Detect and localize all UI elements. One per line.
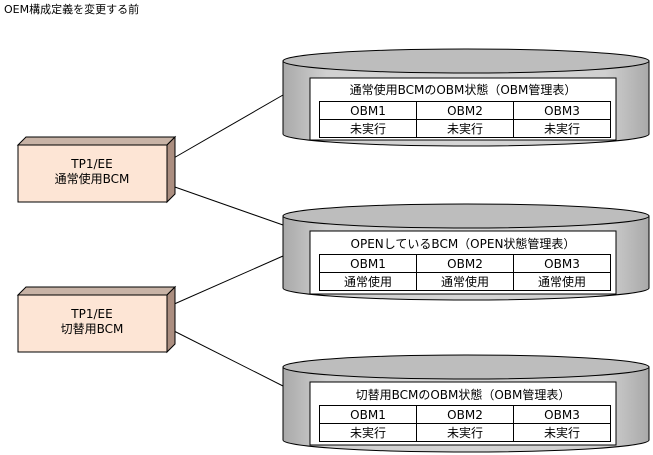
node-label-line2: 切替用BCM (60, 322, 124, 336)
table-header-cell: OBM2 (416, 254, 514, 273)
table-value-cell: 未実行 (513, 119, 611, 138)
table-value-cell: 未実行 (319, 119, 417, 138)
node-label-normal: TP1/EE 通常使用BCM (18, 157, 166, 187)
diagram-caption: OEM構成定義を変更する前 (4, 3, 140, 16)
node-box-switch (16, 285, 177, 354)
table-value-cell: 未実行 (513, 423, 611, 442)
table-value-cell: 未実行 (416, 423, 514, 442)
db-title-open-state: OPENしているBCM（OPEN状態管理表） (350, 237, 576, 251)
table-header-cell: OBM1 (319, 101, 417, 120)
table-value-cell: 通常使用 (319, 272, 417, 291)
table-header-cell: OBM3 (513, 405, 611, 424)
obm-table-switch: OBM1 OBM2 OBM3 未実行 未実行 未実行 (319, 405, 611, 442)
node-box-normal (16, 135, 177, 204)
node-label-line1: TP1/EE (71, 157, 113, 171)
table-header-cell: OBM1 (319, 254, 417, 273)
connector-lines (171, 94, 284, 387)
table-value-cell: 通常使用 (513, 272, 611, 291)
connector-switch-to-db3 (171, 329, 284, 387)
node-label-line1: TP1/EE (71, 307, 113, 321)
db-title-switch-obm: 切替用BCMのOBM状態（OBM管理表） (355, 388, 571, 402)
connector-normal-to-db2 (171, 185, 284, 226)
node-label-line2: 通常使用BCM (54, 172, 130, 186)
connector-normal-to-db1 (171, 94, 284, 160)
table-header-cell: OBM2 (416, 405, 514, 424)
node-label-switch: TP1/EE 切替用BCM (18, 307, 166, 337)
db-title-normal-obm: 通常使用BCMのOBM状態（OBM管理表） (349, 83, 577, 97)
connector-switch-to-db2 (171, 255, 284, 306)
table-value-cell: 未実行 (416, 119, 514, 138)
table-header-cell: OBM3 (513, 254, 611, 273)
open-state-table: OBM1 OBM2 OBM3 通常使用 通常使用 通常使用 (319, 254, 611, 291)
obm-table-normal: OBM1 OBM2 OBM3 未実行 未実行 未実行 (319, 101, 611, 138)
table-header-cell: OBM2 (416, 101, 514, 120)
table-value-cell: 通常使用 (416, 272, 514, 291)
table-header-cell: OBM3 (513, 101, 611, 120)
table-header-cell: OBM1 (319, 405, 417, 424)
table-value-cell: 未実行 (319, 423, 417, 442)
